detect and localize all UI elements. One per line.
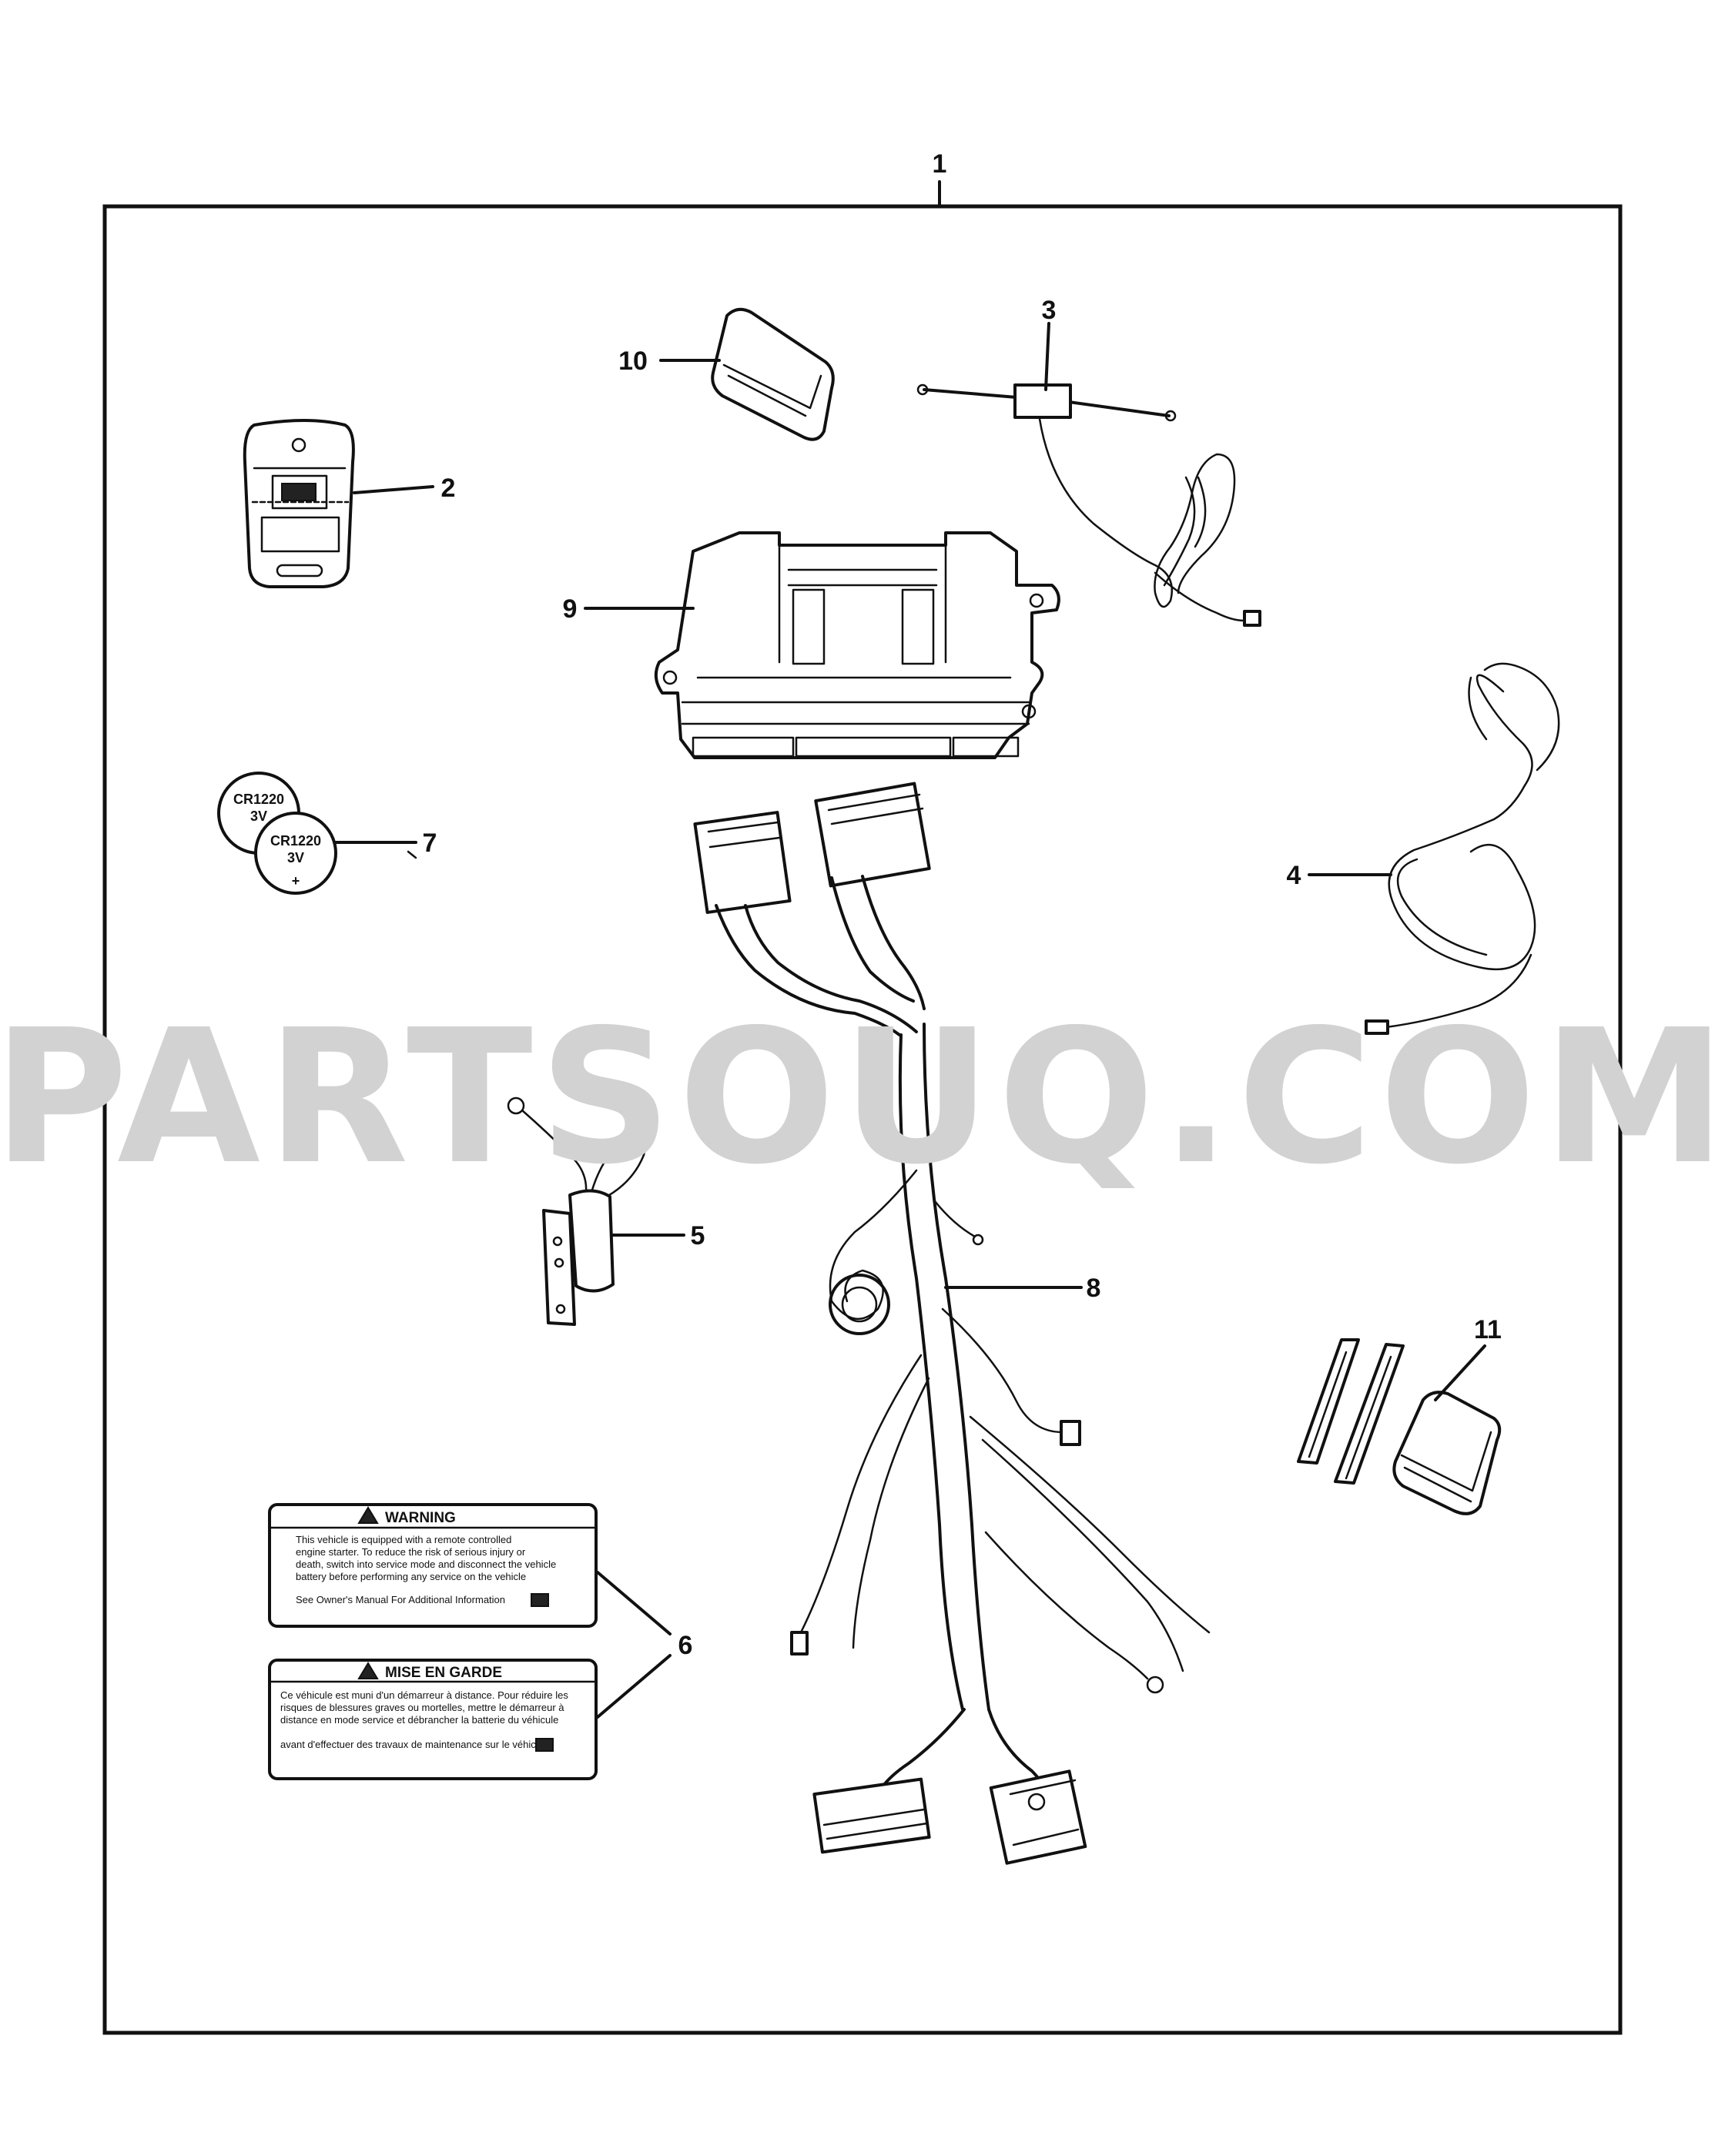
battery-front (254, 812, 337, 895)
callout-3[interactable]: 3 (1042, 296, 1057, 325)
battery-front-polarity: + (292, 873, 300, 889)
warning-title: WARNING (385, 1510, 456, 1526)
mise-triangle-icon (357, 1662, 379, 1679)
coin-batteries: CR1220 3V CR1220 3V + (217, 772, 337, 895)
battery-back-model: CR1220 (233, 792, 284, 807)
warning-line-3: death, switch into service mode and disc… (296, 1558, 556, 1570)
leader-tick-7 (407, 850, 417, 859)
harness-connector-bottom-right (989, 1769, 1087, 1865)
warning-line-4: battery before performing any service on… (296, 1571, 526, 1582)
callout-11[interactable]: 11 (1474, 1315, 1502, 1344)
callout-1[interactable]: 1 (933, 149, 947, 179)
battery-back-voltage: 3V (250, 808, 267, 824)
small-cover-part (711, 307, 835, 441)
callout-2[interactable]: 2 (441, 474, 456, 503)
warning-label-french: MISE EN GARDE Ce véhicule est muni d'un … (268, 1659, 598, 1780)
warning-line-2: engine starter. To reduce the risk of se… (296, 1546, 526, 1558)
callout-5[interactable]: 5 (691, 1221, 705, 1250)
leader-line-6a (596, 1571, 672, 1635)
warning-triangle-icon (357, 1506, 379, 1524)
mise-line-1: Ce véhicule est muni d'un démarreur à di… (280, 1689, 568, 1701)
warning-line-1: This vehicle is equipped with a remote c… (296, 1534, 511, 1545)
mise-line-2: risques de blessures graves ou mortelles… (280, 1702, 564, 1713)
callout-6[interactable]: 6 (678, 1631, 693, 1660)
callout-8[interactable]: 8 (1087, 1274, 1101, 1303)
warning-label-english: WARNING This vehicle is equipped with a … (268, 1503, 598, 1628)
callout-10[interactable]: 10 (618, 346, 648, 376)
kit-frame (102, 204, 1623, 2035)
control-module (654, 531, 1060, 759)
leader-line-3 (1044, 322, 1050, 391)
mise-line-4: avant d'effectuer des travaux de mainten… (280, 1739, 552, 1750)
warning-footer: See Owner's Manual For Additional Inform… (296, 1594, 505, 1605)
leader-line-11 (1434, 1344, 1486, 1401)
remote-key-fob (243, 419, 355, 588)
battery-front-voltage: 3V (287, 850, 304, 865)
mise-book-icon (535, 1738, 554, 1752)
harness-connector-bottom-left (812, 1777, 931, 1854)
mise-line-3: distance en mode service et débrancher l… (280, 1714, 558, 1726)
callout-7[interactable]: 7 (423, 829, 437, 858)
leader-line-6b (596, 1654, 672, 1719)
watermark: PARTSOUQ.COM (0, 989, 1725, 1205)
callout-4[interactable]: 4 (1287, 861, 1301, 890)
harness-coil (829, 1274, 890, 1335)
mise-title: MISE EN GARDE (385, 1665, 502, 1681)
battery-front-model: CR1220 (270, 833, 321, 849)
callout-9[interactable]: 9 (563, 594, 578, 624)
manual-book-icon (531, 1593, 549, 1607)
cover-with-strips (1297, 1338, 1502, 1515)
leader-line-2 (353, 485, 434, 494)
sensor-wire (1365, 662, 1560, 1035)
wiring-harness (693, 782, 1211, 1865)
antenna-module (916, 383, 1261, 627)
relay-component (507, 1096, 648, 1326)
